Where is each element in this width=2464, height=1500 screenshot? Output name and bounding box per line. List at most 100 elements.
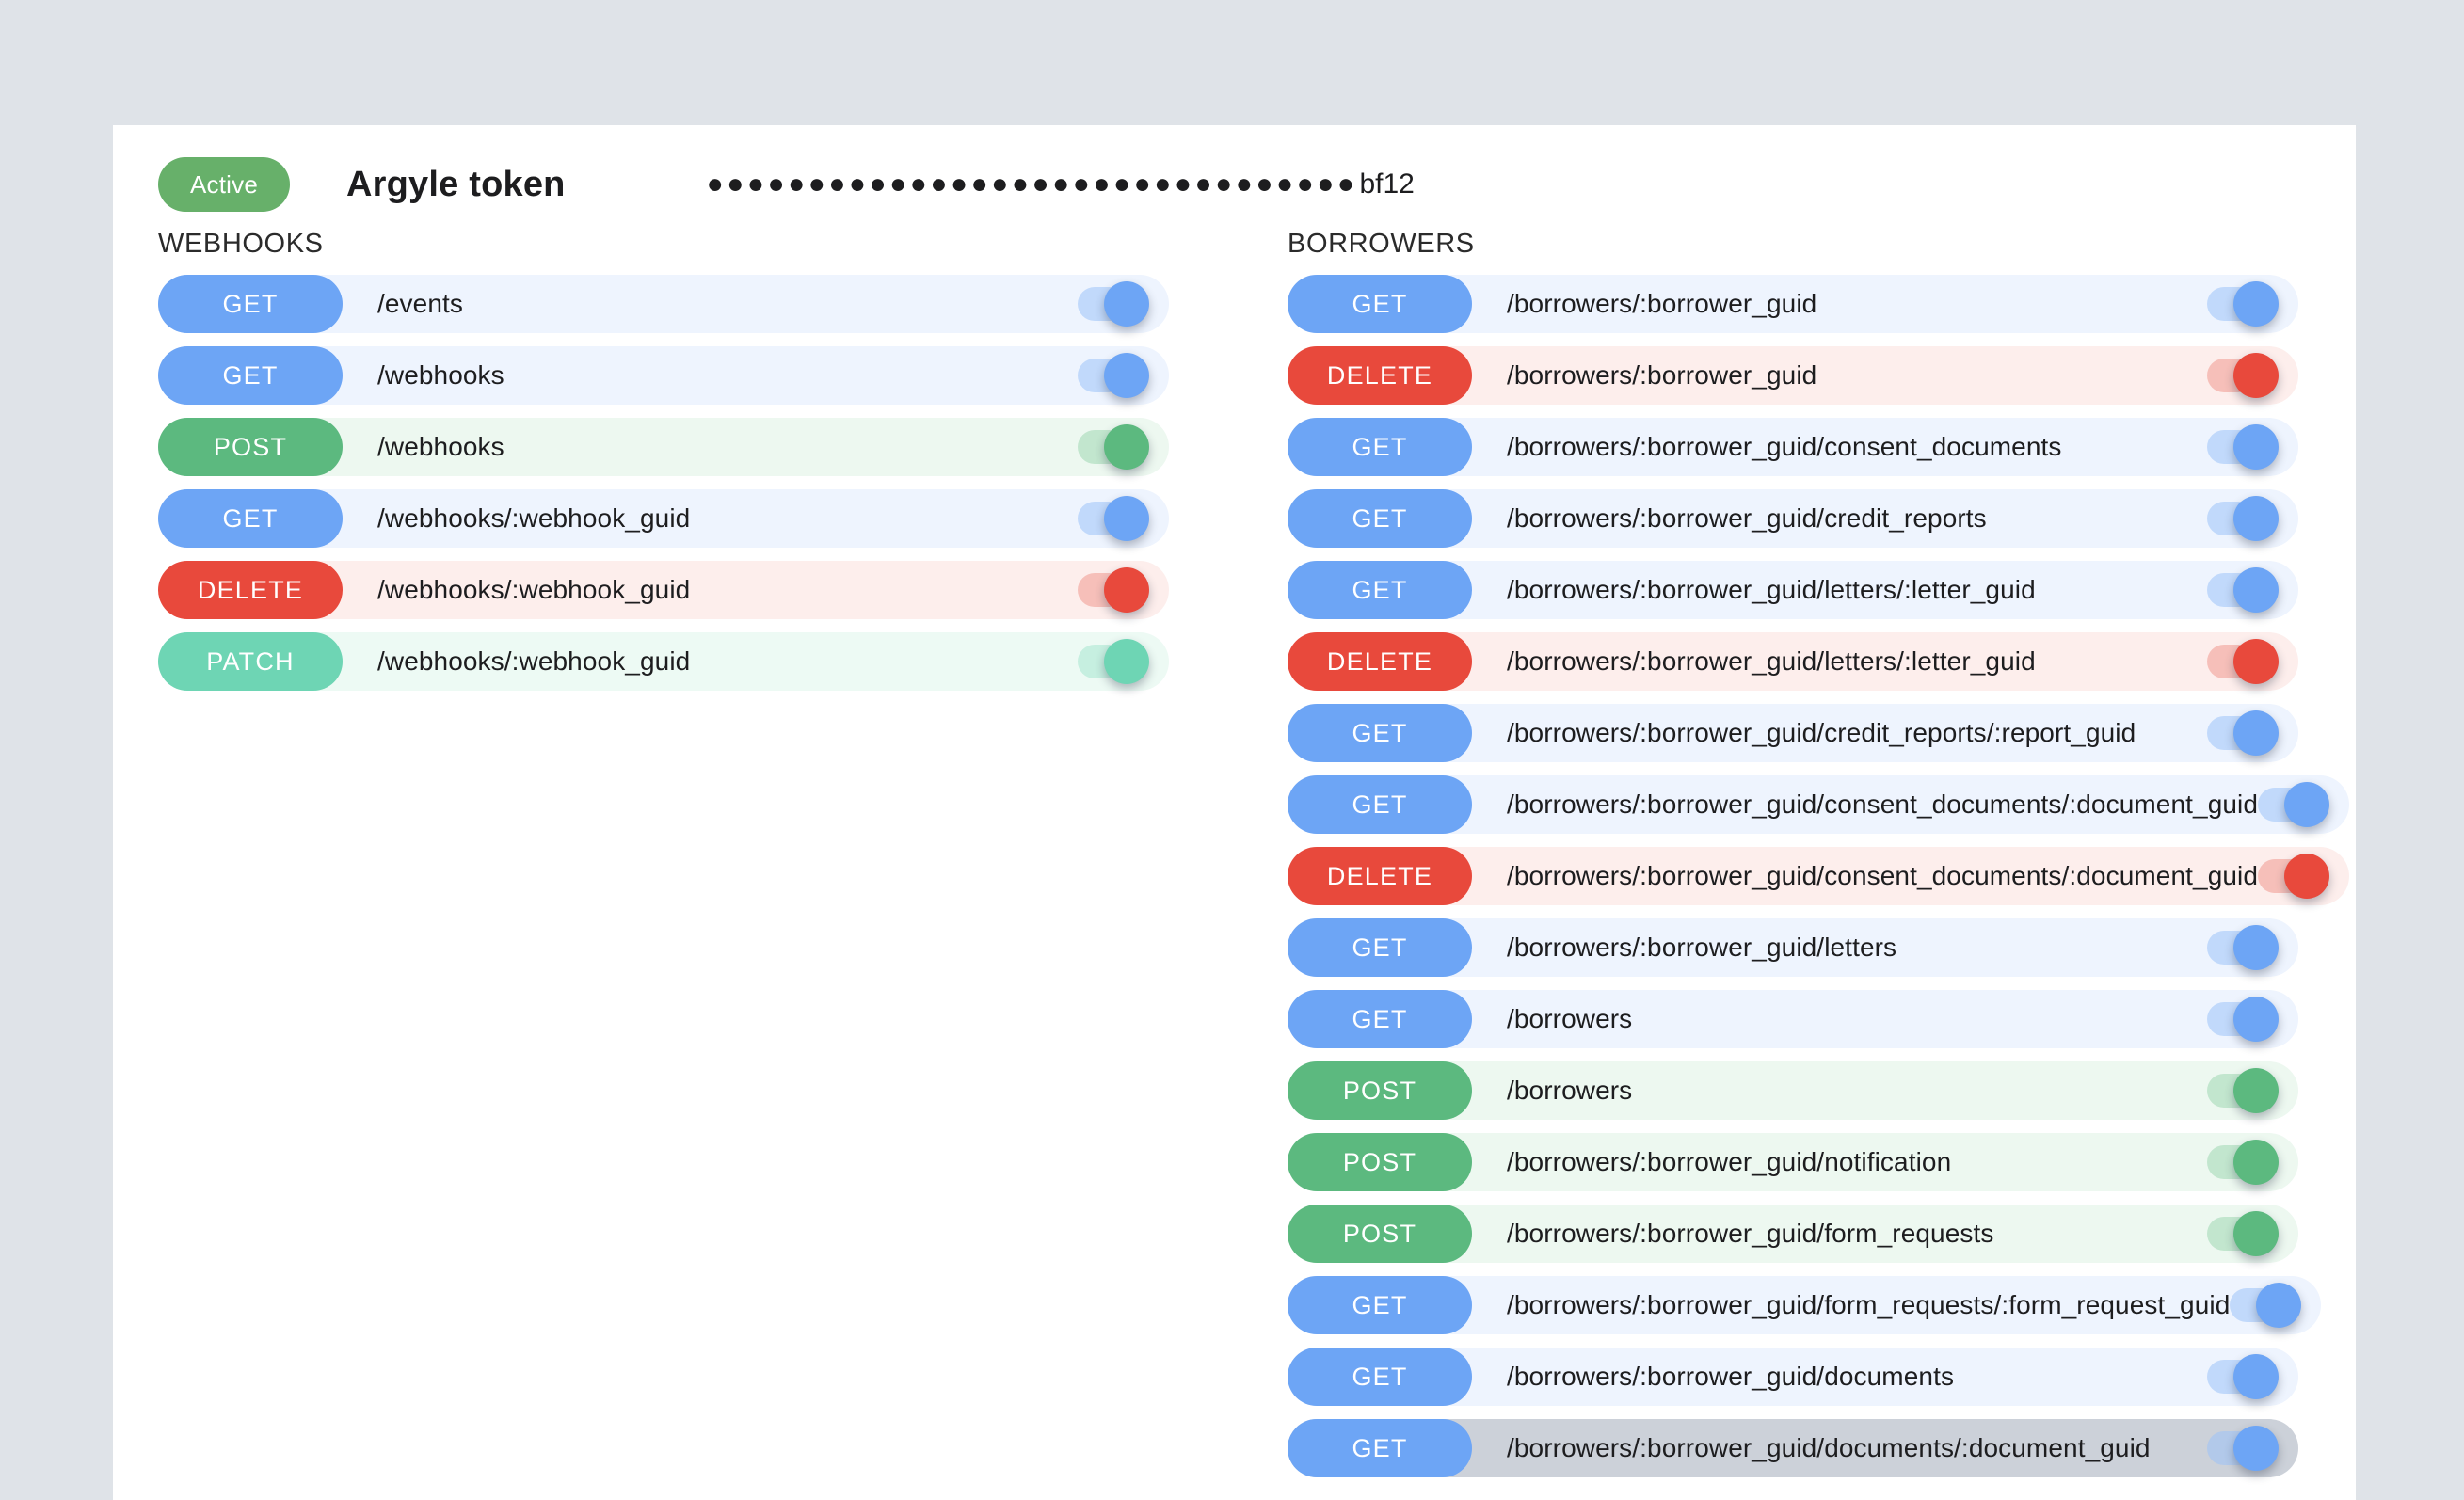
toggle-knob [2233, 496, 2279, 541]
method-badge-get[interactable]: GET [1288, 1419, 1472, 1477]
method-badge-get[interactable]: GET [158, 346, 343, 405]
endpoint-row[interactable]: GET/borrowers/:borrower_guid/consent_doc… [1288, 775, 2350, 834]
method-badge-post[interactable]: POST [1288, 1205, 1472, 1263]
endpoint-path: /webhooks/:webhook_guid [377, 503, 691, 533]
method-badge-get[interactable]: GET [1288, 704, 1472, 762]
endpoint-path: /webhooks/:webhook_guid [377, 575, 691, 604]
page-title: Argyle token [346, 164, 566, 204]
method-badge-get[interactable]: GET [1288, 1276, 1472, 1334]
endpoint-toggle[interactable] [2207, 997, 2279, 1042]
toggle-knob [1104, 353, 1149, 398]
endpoint-row[interactable]: GET/borrowers/:borrower_guid/consent_doc… [1288, 418, 2298, 476]
endpoint-row[interactable]: POST/borrowers [1288, 1061, 2298, 1120]
endpoint-toggle[interactable] [1078, 567, 1149, 613]
endpoint-row[interactable]: GET/borrowers [1288, 990, 2298, 1048]
endpoint-toggle[interactable] [2207, 1354, 2279, 1399]
endpoint-toggle[interactable] [1078, 281, 1149, 327]
endpoint-row[interactable]: POST/borrowers/:borrower_guid/form_reque… [1288, 1205, 2298, 1263]
method-badge-delete[interactable]: DELETE [158, 561, 343, 619]
toggle-knob [2233, 925, 2279, 970]
masked-token-dots: ●●●●●●●●●●●●●●●●●●●●●●●●●●●●●●●● [706, 168, 1358, 199]
toggle-knob [2284, 782, 2330, 827]
endpoint-row[interactable]: DELETE/borrowers/:borrower_guid [1288, 346, 2298, 405]
endpoint-row[interactable]: GET/webhooks/:webhook_guid [158, 489, 1169, 548]
endpoint-path: /borrowers/:borrower_guid/consent_docume… [1507, 432, 2062, 461]
endpoint-toggle[interactable] [2207, 1140, 2279, 1185]
endpoint-row[interactable]: GET/webhooks [158, 346, 1169, 405]
toggle-knob [2233, 710, 2279, 756]
token-detail-card: Active Argyle token ●●●●●●●●●●●●●●●●●●●●… [113, 125, 2356, 1500]
endpoint-row[interactable]: GET/events [158, 275, 1169, 333]
endpoint-toggle[interactable] [2207, 1426, 2279, 1471]
method-badge-delete[interactable]: DELETE [1288, 847, 1472, 905]
endpoint-toggle[interactable] [2207, 925, 2279, 970]
endpoint-toggle[interactable] [1078, 639, 1149, 684]
method-badge-get[interactable]: GET [1288, 275, 1472, 333]
endpoint-toggle[interactable] [2207, 710, 2279, 756]
masked-token[interactable]: ●●●●●●●●●●●●●●●●●●●●●●●●●●●●●●●● bf12 [707, 168, 1415, 200]
toggle-knob [2233, 1426, 2279, 1471]
method-badge-get[interactable]: GET [1288, 1348, 1472, 1406]
endpoint-row[interactable]: GET/borrowers/:borrower_guid/letters [1288, 918, 2298, 977]
endpoint-toggle[interactable] [2207, 639, 2279, 684]
method-badge-get[interactable]: GET [1288, 990, 1472, 1048]
endpoint-toggle[interactable] [2207, 1211, 2279, 1256]
endpoint-path: /borrowers/:borrower_guid/credit_reports [1507, 503, 1987, 533]
endpoint-row[interactable]: DELETE/webhooks/:webhook_guid [158, 561, 1169, 619]
endpoint-row[interactable]: GET/borrowers/:borrower_guid/documents/:… [1288, 1419, 2298, 1477]
endpoint-row[interactable]: DELETE/borrowers/:borrower_guid/letters/… [1288, 632, 2298, 691]
endpoint-row[interactable]: POST/borrowers/:borrower_guid/notificati… [1288, 1133, 2298, 1191]
endpoint-toggle[interactable] [2207, 496, 2279, 541]
toggle-knob [1104, 639, 1149, 684]
endpoint-toggle[interactable] [2258, 854, 2330, 899]
endpoint-row[interactable]: GET/borrowers/:borrower_guid/documents [1288, 1348, 2298, 1406]
endpoint-path: /borrowers/:borrower_guid/letters/:lette… [1507, 646, 2036, 676]
method-badge-get[interactable]: GET [1288, 561, 1472, 619]
method-badge-patch[interactable]: PATCH [158, 632, 343, 691]
endpoint-toggle[interactable] [1078, 424, 1149, 470]
toggle-knob [2233, 424, 2279, 470]
endpoint-row[interactable]: GET/borrowers/:borrower_guid [1288, 275, 2298, 333]
endpoint-row[interactable]: GET/borrowers/:borrower_guid/form_reques… [1288, 1276, 2322, 1334]
endpoint-toggle[interactable] [2230, 1283, 2302, 1328]
method-badge-get[interactable]: GET [1288, 775, 1472, 834]
endpoint-toggle[interactable] [2207, 1068, 2279, 1113]
endpoint-toggle[interactable] [2207, 424, 2279, 470]
endpoint-path: /borrowers [1507, 1076, 1633, 1105]
endpoint-row[interactable]: GET/borrowers/:borrower_guid/credit_repo… [1288, 489, 2298, 548]
toggle-knob [1104, 567, 1149, 613]
endpoint-row[interactable]: POST/webhooks [158, 418, 1169, 476]
toggle-knob [2284, 854, 2330, 899]
endpoint-toggle[interactable] [2258, 782, 2330, 827]
method-badge-delete[interactable]: DELETE [1288, 346, 1472, 405]
method-badge-get[interactable]: GET [158, 489, 343, 548]
toggle-knob [2233, 997, 2279, 1042]
endpoint-toggle[interactable] [1078, 496, 1149, 541]
method-badge-post[interactable]: POST [158, 418, 343, 476]
endpoint-toggle[interactable] [2207, 281, 2279, 327]
method-badge-delete[interactable]: DELETE [1288, 632, 1472, 691]
method-badge-post[interactable]: POST [1288, 1133, 1472, 1191]
method-badge-get[interactable]: GET [1288, 489, 1472, 548]
endpoint-row[interactable]: DELETE/borrowers/:borrower_guid/consent_… [1288, 847, 2350, 905]
method-badge-post[interactable]: POST [1288, 1061, 1472, 1120]
method-badge-get[interactable]: GET [1288, 918, 1472, 977]
masked-token-suffix: bf12 [1359, 168, 1415, 199]
endpoint-row[interactable]: GET/borrowers/:borrower_guid/letters/:le… [1288, 561, 2298, 619]
method-badge-get[interactable]: GET [1288, 418, 1472, 476]
endpoint-row[interactable]: GET/borrowers/:borrower_guid/credit_repo… [1288, 704, 2298, 762]
endpoint-path: /webhooks [377, 360, 504, 390]
endpoint-toggle[interactable] [2207, 353, 2279, 398]
toggle-knob [2233, 1354, 2279, 1399]
toggle-knob [2233, 1140, 2279, 1185]
endpoint-row[interactable]: PATCH/webhooks/:webhook_guid [158, 632, 1169, 691]
endpoint-toggle[interactable] [1078, 353, 1149, 398]
endpoint-toggle[interactable] [2207, 567, 2279, 613]
card-header: Active Argyle token ●●●●●●●●●●●●●●●●●●●●… [113, 125, 2356, 215]
method-badge-get[interactable]: GET [158, 275, 343, 333]
toggle-knob [2233, 281, 2279, 327]
